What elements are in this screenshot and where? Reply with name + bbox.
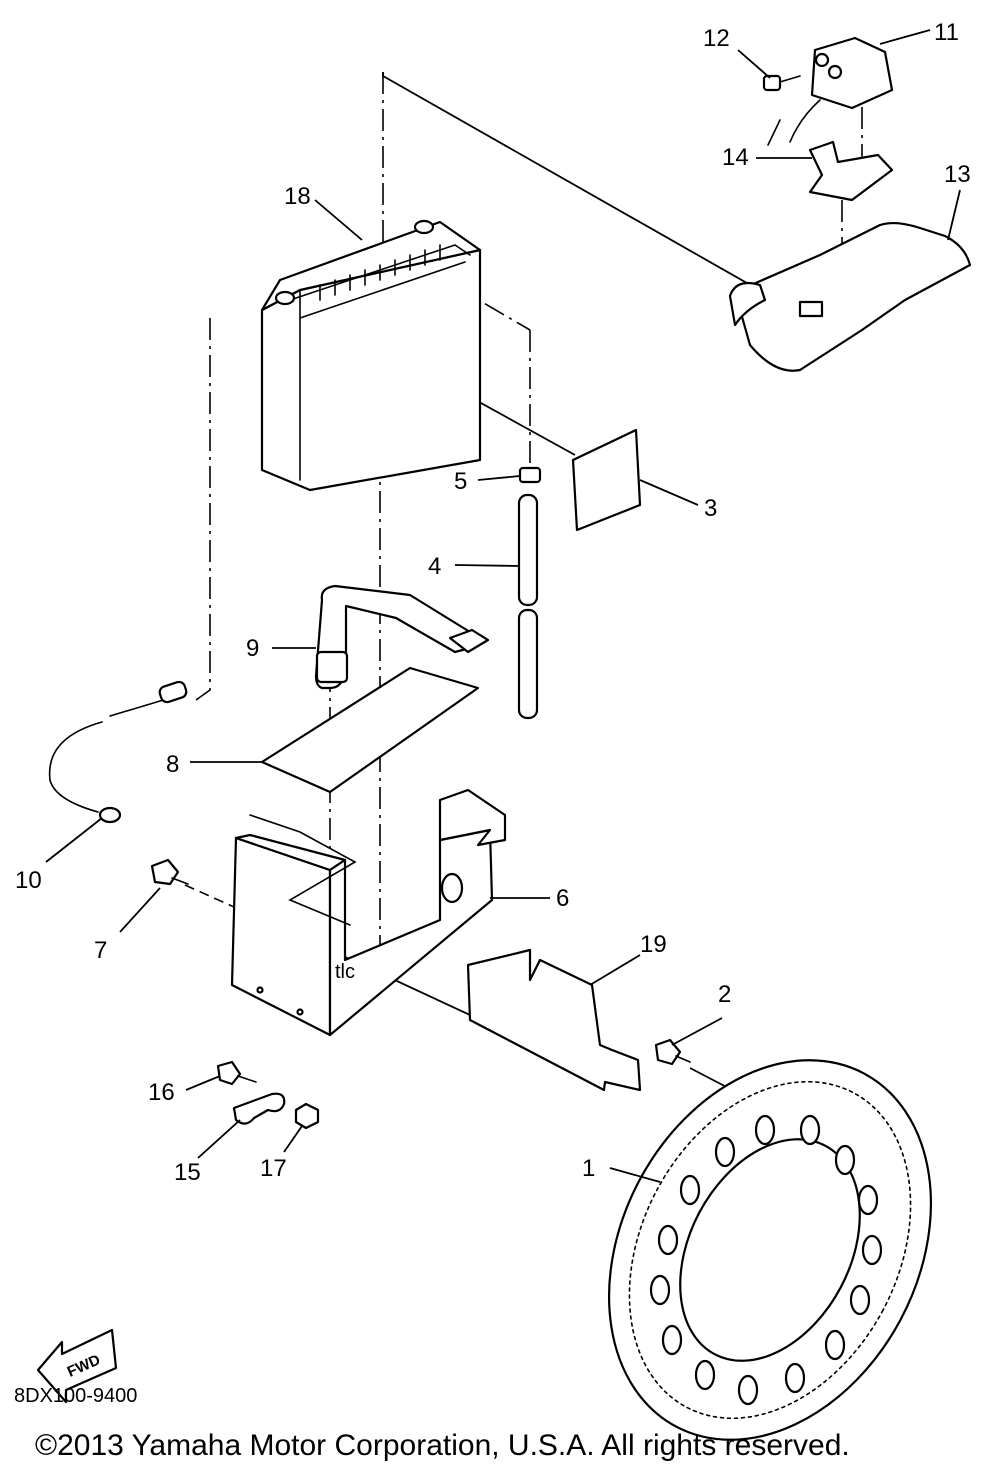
callout-7: 7 (94, 937, 107, 964)
box-cover-latch (798, 300, 824, 318)
callout-11: 11 (934, 19, 959, 46)
case-bracket (438, 788, 507, 847)
callout-3: 3 (704, 495, 717, 522)
callout-17: 17 (260, 1155, 287, 1182)
battery-cable (48, 680, 188, 824)
drawing-code: 8DX100-9400 (14, 1385, 137, 1407)
bolt-7-shank (171, 877, 189, 885)
callout-8: 8 (166, 751, 179, 778)
bolt-2 (654, 1038, 691, 1066)
bolt-12-shank (779, 75, 801, 83)
bolt-7-head (150, 858, 180, 886)
cover-plate (466, 948, 642, 1092)
cable-ring-terminal (98, 806, 122, 824)
relay-bracket (808, 140, 894, 202)
callout-13: 13 (944, 161, 971, 188)
relay-body (810, 36, 894, 110)
callout-18: 18 (284, 183, 311, 210)
callouts: 1 2 3 4 5 6 7 8 9 10 11 12 13 14 15 16 1… (15, 19, 971, 1186)
breather-hose (517, 466, 542, 720)
rotor-center (679, 1138, 861, 1362)
cable-upper (109, 697, 171, 717)
bolt-16-shank (237, 1075, 257, 1083)
battery-cap-strip-lower (299, 261, 466, 319)
callout-14: 14 (722, 144, 749, 171)
hose-lower (517, 608, 539, 720)
battery-cells (319, 244, 441, 301)
battery-label (571, 428, 642, 532)
bolt-2-shank (675, 1055, 691, 1063)
hose-upper (517, 493, 539, 607)
band-hook (315, 650, 349, 684)
callout-5: 5 (454, 468, 467, 495)
cable-lower (48, 721, 103, 813)
box-cover-lip (728, 281, 767, 327)
bolt-7 (150, 858, 189, 886)
battery-terminal-right (413, 219, 435, 235)
callout-19: 19 (640, 931, 667, 958)
bolt-16 (216, 1060, 257, 1086)
copyright-notice: ©2013 Yamaha Motor Corporation, U.S.A. A… (35, 1429, 850, 1462)
leader-lines (45, 29, 961, 1183)
case-dash-outline (249, 814, 357, 926)
band-tab (448, 628, 490, 654)
bolt-12 (762, 74, 801, 92)
case-rivet-1 (256, 986, 264, 994)
clamp-15 (232, 1092, 286, 1125)
rotor (607, 1059, 933, 1441)
case-rivet-2 (296, 1008, 304, 1016)
relay-wire (789, 99, 821, 143)
fwd-arrow-icon: FWD (36, 1328, 118, 1404)
case-mark: tlc (335, 961, 355, 983)
case-bracket-hole (440, 872, 464, 904)
starter-relay (789, 36, 894, 143)
hose-clamp (518, 466, 542, 484)
callout-10: 10 (15, 867, 42, 894)
bolt-16-head (216, 1060, 242, 1086)
callout-4: 4 (428, 553, 441, 580)
battery-terminal-left (274, 290, 296, 306)
centerline-cable (195, 318, 211, 701)
callout-15: 15 (174, 1159, 201, 1186)
battery-cap-strip (289, 244, 471, 301)
case-side-panel (230, 836, 332, 1037)
callout-9: 9 (246, 635, 259, 662)
nut-17 (294, 1102, 320, 1130)
cable-boot (158, 680, 188, 704)
box-cover-body (733, 221, 972, 372)
relay-terminal-2 (827, 64, 843, 80)
relay-box-cover (728, 221, 972, 372)
battery (260, 219, 482, 492)
battery-band (314, 584, 490, 690)
battery-top (260, 220, 482, 312)
relay-wire-end (767, 119, 781, 146)
battery-case: tlc (230, 788, 507, 1037)
callout-12: 12 (703, 25, 730, 52)
battery-pad (260, 666, 480, 794)
bolt-2-head (654, 1038, 682, 1066)
bolt-12-head (762, 74, 782, 92)
rotor-teeth (628, 1080, 912, 1420)
callout-2: 2 (718, 981, 731, 1008)
callout-6: 6 (556, 885, 569, 912)
callout-1: 1 (582, 1155, 595, 1182)
callout-16: 16 (148, 1079, 175, 1106)
band-strap (314, 584, 478, 690)
rotor-holes (649, 1114, 883, 1406)
relay-terminal-1 (814, 52, 830, 68)
fwd-arrow-shape (36, 1328, 118, 1404)
